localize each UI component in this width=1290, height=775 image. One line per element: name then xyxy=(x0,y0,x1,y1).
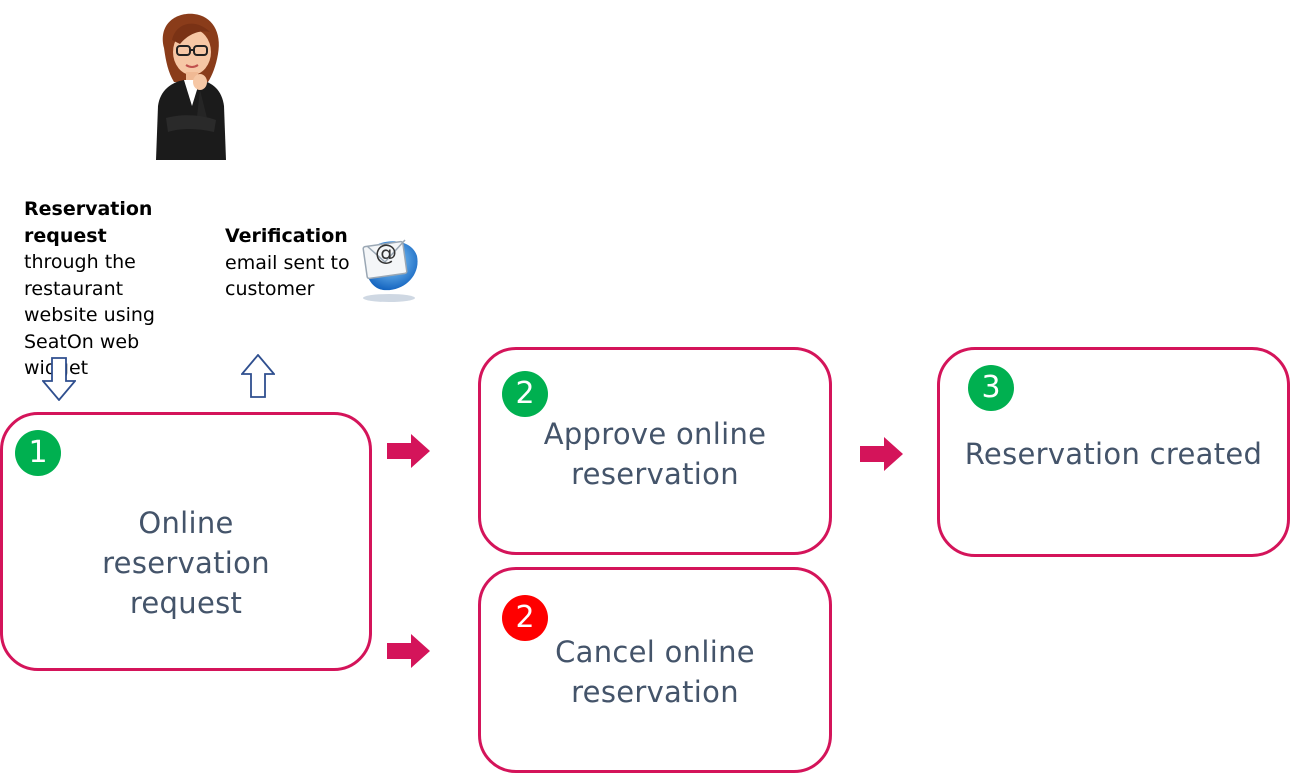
email-at-envelope-icon: @ xyxy=(359,226,421,306)
flow-arrow-icon xyxy=(860,437,904,471)
step-badge: 2 xyxy=(502,371,548,417)
step-label: Online reservation request xyxy=(102,506,270,620)
step-badge: 2 xyxy=(502,595,548,641)
request-note: Reservation request through the restaura… xyxy=(24,198,155,379)
step-created-box: 3 Reservation created xyxy=(937,347,1290,557)
down-arrow-icon xyxy=(42,357,76,401)
step-request-box: 1 Online reservation request xyxy=(0,412,372,671)
flow-arrow-icon xyxy=(387,434,431,468)
step-badge: 3 xyxy=(968,365,1014,411)
step-badge: 1 xyxy=(15,430,61,476)
step-label: Cancel online reservation xyxy=(555,635,755,709)
step-label: Reservation created xyxy=(964,437,1263,471)
businesswoman-icon xyxy=(150,10,232,162)
up-arrow-icon xyxy=(241,354,275,398)
verification-note: Verification email sent to customer xyxy=(225,225,350,300)
step-cancel-box: 2 Cancel online reservation xyxy=(478,567,832,773)
step-approve-box: 2 Approve online reservation xyxy=(478,347,832,555)
step-label: Approve online reservation xyxy=(543,417,767,491)
svg-text:@: @ xyxy=(375,241,397,266)
flow-arrow-icon xyxy=(387,634,431,668)
